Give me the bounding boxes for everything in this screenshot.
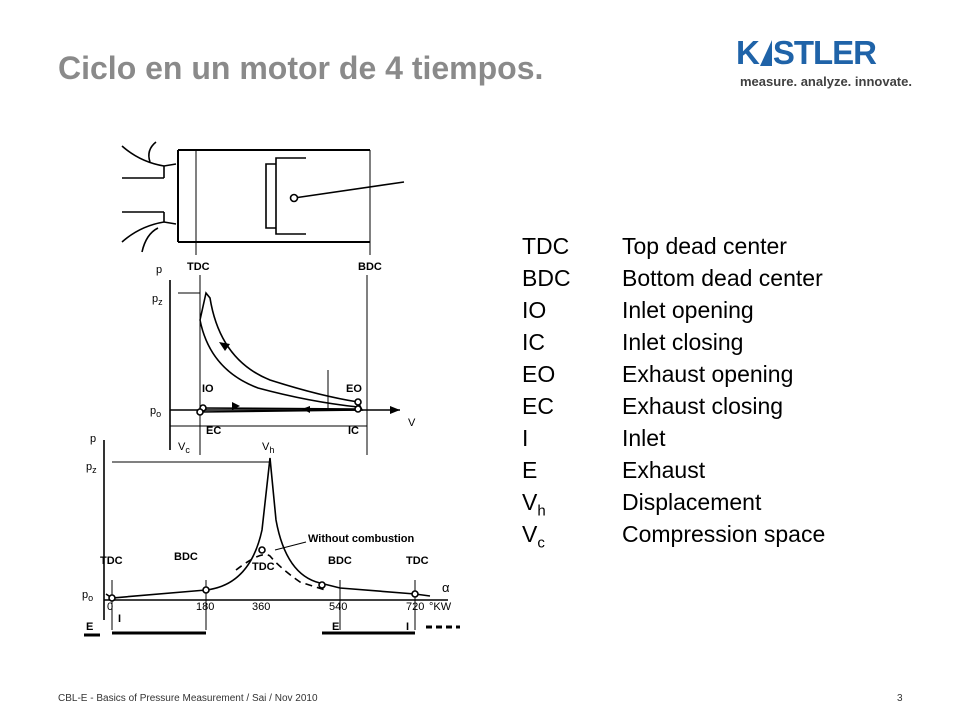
pv-expansion-arrow — [219, 342, 230, 351]
legend-desc: Exhaust opening — [622, 361, 794, 387]
pv-tdc-label: TDC — [187, 261, 210, 273]
pa-point-540 — [318, 581, 326, 589]
pa-tdc-right-label: TDC — [406, 555, 429, 567]
pa-stroke-i1-label: I — [118, 613, 121, 625]
legend-desc: Top dead center — [622, 233, 787, 259]
pa-point-ignition — [258, 546, 266, 554]
pa-tick-0: 0 — [107, 601, 113, 613]
pv-v-axis-arrow — [390, 406, 400, 414]
pa-stroke-e2-label: E — [332, 621, 339, 633]
exhaust-flow-arrow — [148, 141, 157, 163]
footer-text: CBL-E - Basics of Pressure Measurement /… — [58, 693, 318, 704]
pv-arrows — [219, 342, 400, 414]
intake-flow-arrow — [141, 227, 159, 253]
abbreviation-legend: TDC Top dead center BDC Bottom dead center… — [522, 230, 826, 552]
intake-port — [121, 211, 177, 243]
pa-without-combustion-curve — [235, 553, 326, 591]
pa-point-720 — [411, 590, 419, 598]
pv-eo-label: EO — [346, 383, 362, 395]
pv-pz-label: pz — [152, 293, 163, 307]
pv-p-label: p — [156, 264, 162, 276]
pa-bdc-left-label: BDC — [174, 551, 198, 563]
pv-ec-label: EC — [206, 425, 221, 437]
pv-bdc-label: BDC — [358, 261, 382, 273]
pa-p0-label: po — [82, 589, 93, 603]
logo-letter-k: K — [736, 34, 760, 71]
pa-without-combustion-pointer — [274, 541, 307, 551]
legend-abbr: EO — [522, 361, 556, 387]
legend-abbr: EC — [522, 393, 554, 419]
pv-eo-point — [354, 398, 362, 406]
logo-i-shape — [759, 40, 772, 66]
pa-stroke-i2-label: I — [406, 621, 409, 633]
pa-tick-720: 720 — [406, 601, 424, 613]
legend-desc: Compression space — [622, 521, 826, 547]
pa-tdc-center-label: TDC — [252, 561, 275, 573]
legend-abbr: IO — [522, 297, 547, 323]
legend-row: IC Inlet closing — [522, 326, 825, 358]
pv-p0-label: po — [150, 405, 161, 419]
legend-row: BDC Bottom dead center — [522, 262, 825, 294]
legend-abbr: Vc — [522, 521, 545, 552]
pa-alpha-label: α — [442, 580, 450, 595]
legend-row: EC Exhaust closing — [522, 390, 825, 422]
pv-vc-label: Vc — [178, 441, 190, 455]
pv-ec-point — [196, 408, 204, 416]
logo-wordmark: K STLER — [736, 34, 877, 72]
legend-desc: Displacement — [622, 489, 762, 515]
logo-letters-stler: STLER — [772, 34, 877, 71]
legend-abbr: IC — [522, 329, 545, 355]
page-number: 3 — [897, 693, 903, 704]
kistler-logo: K STLER measure. analyze. innovate. — [736, 34, 912, 92]
legend-abbr: TDC — [522, 233, 570, 259]
pa-pz-label: pz — [86, 461, 97, 475]
piston — [265, 157, 306, 235]
pa-stroke-e1-label: E — [86, 621, 93, 633]
legend-desc: Inlet — [622, 425, 666, 451]
legend-desc: Exhaust closing — [622, 393, 784, 419]
pa-tick-540: 540 — [329, 601, 347, 613]
pa-tick-180: 180 — [196, 601, 214, 613]
pv-vh-label: Vh — [262, 441, 274, 455]
pa-without-combustion-label: Without combustion — [308, 533, 414, 545]
legend-desc: Bottom dead center — [622, 265, 823, 291]
pv-compression-curve — [199, 319, 359, 408]
logo-tagline: measure. analyze. innovate. — [740, 74, 912, 89]
legend-abbr: I — [522, 425, 529, 451]
pa-unit-label: °KW — [429, 601, 452, 613]
piston-pin — [289, 193, 299, 203]
pa-p-label: p — [90, 433, 96, 445]
pv-intake-arrow — [232, 402, 240, 410]
legend-row: E Exhaust — [522, 454, 825, 486]
pv-expansion-curve — [199, 291, 359, 403]
legend-abbr: Vh — [522, 489, 546, 520]
legend-row: I Inlet — [522, 422, 825, 454]
legend-row: IO Inlet opening — [522, 294, 825, 326]
legend-abbr: E — [522, 457, 538, 483]
pa-bdc-right-label: BDC — [328, 555, 352, 567]
pa-point-0 — [108, 594, 116, 602]
slide-title: Ciclo en un motor de 4 tiempos. — [58, 50, 544, 86]
pv-v-label: V — [408, 417, 416, 429]
legend-row: Vh Displacement — [522, 486, 825, 520]
pv-ic-label: IC — [348, 425, 359, 437]
pv-io-label: IO — [202, 383, 214, 395]
legend-abbr: BDC — [522, 265, 571, 291]
connecting-rod — [293, 181, 405, 199]
exhaust-port — [121, 145, 177, 179]
legend-row: EO Exhaust opening — [522, 358, 825, 390]
pa-point-180 — [202, 586, 210, 594]
legend-row: Vc Compression space — [522, 518, 826, 552]
legend-desc: Exhaust — [622, 457, 706, 483]
engine-cycle-diagram: p TDC BDC pz po V IO EO EC IC Vc Vh p pz… — [82, 141, 460, 637]
pa-tdc-left-label: TDC — [100, 555, 123, 567]
pa-combustion-curve — [105, 457, 431, 599]
legend-desc: Inlet opening — [622, 297, 754, 323]
legend-desc: Inlet closing — [622, 329, 744, 355]
pv-ic-point — [354, 405, 362, 413]
legend-row: TDC Top dead center — [522, 230, 825, 262]
pv-exhaust-arrow — [302, 406, 310, 413]
pa-tick-360: 360 — [252, 601, 270, 613]
